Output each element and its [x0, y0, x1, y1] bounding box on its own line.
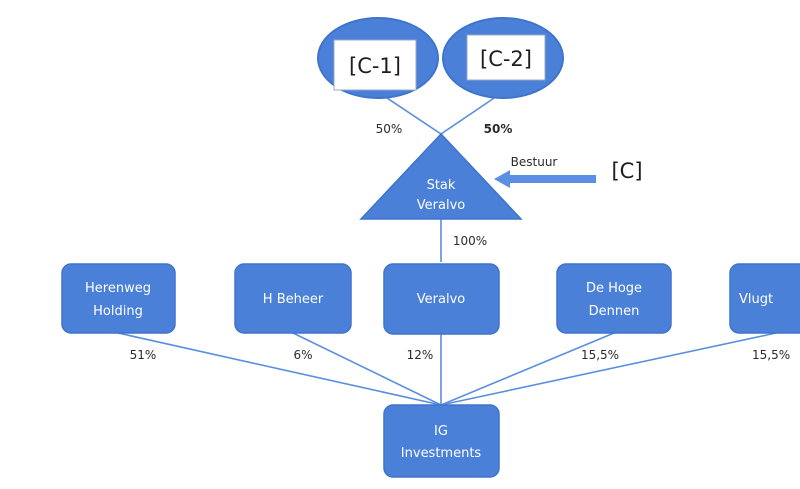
owner-c1-percent: 50%	[376, 122, 403, 136]
node-de-hoge-dennen: De Hoge Dennen	[556, 263, 672, 334]
dehoge-percent: 15,5%	[581, 348, 619, 362]
node-hbeheer-box	[234, 263, 352, 334]
owner-c1-label-box	[333, 39, 417, 91]
node-ig-line2: Investments	[401, 446, 482, 461]
stak-veralvo: Stak Veralvo	[359, 132, 523, 220]
edge-owner2-stak	[440, 91, 504, 135]
connectors	[117, 91, 777, 406]
owner-c1-label: [C-1]	[349, 54, 401, 78]
node-dehoge-box	[556, 263, 672, 334]
arrow-head	[494, 170, 510, 188]
node-herenweg-line1: Herenweg	[85, 281, 151, 296]
management-actor: [C]	[611, 159, 642, 183]
veralvo-percent: 12%	[407, 348, 434, 362]
node-hbeheer-line1: H Beheer	[263, 292, 324, 307]
edge-herenweg-ig	[117, 332, 442, 406]
herenweg-percent: 51%	[130, 348, 157, 362]
owner-c2-percent: 50%	[484, 122, 513, 136]
node-herenweg-line2: Holding	[93, 304, 143, 319]
edge-owner1-stak	[377, 91, 442, 135]
management-arrow: Bestuur [C]	[494, 155, 643, 188]
node-vlugt-box	[729, 263, 800, 334]
node-veralvo-box	[383, 263, 500, 335]
node-herenweg-holding: Herenweg Holding	[61, 263, 176, 334]
stak-veralvo-percent: 100%	[453, 234, 487, 248]
node-ig-line1: IG	[434, 424, 448, 439]
vlugt-percent: 15,5%	[752, 348, 790, 362]
hbeheer-percent: 6%	[293, 348, 312, 362]
stak-label-line2: Veralvo	[417, 198, 465, 213]
stak-label-line1: Stak	[427, 178, 456, 193]
node-ig-box	[383, 404, 500, 478]
edge-vlugt-ig	[440, 332, 777, 406]
node-veralvo: Veralvo	[383, 263, 500, 335]
node-herenweg-box	[61, 263, 176, 334]
node-veralvo-line1: Veralvo	[417, 292, 465, 307]
owner-c2: [C-2]	[442, 17, 564, 99]
node-vlugt: Vlugt	[729, 263, 800, 334]
stak-triangle	[359, 132, 523, 220]
node-dehoge-line1: De Hoge	[586, 281, 642, 296]
node-dehoge-line2: Dennen	[589, 304, 640, 319]
owner-c1: [C-1]	[317, 17, 439, 99]
edge-hbeheer-ig	[292, 332, 442, 406]
owner-c2-label-box	[466, 34, 546, 81]
node-vlugt-line1: Vlugt	[739, 292, 773, 307]
node-h-beheer: H Beheer	[234, 263, 352, 334]
management-label: Bestuur	[511, 155, 558, 169]
owner-c2-label: [C-2]	[480, 47, 532, 71]
arrow-shaft	[507, 175, 596, 183]
node-ig-investments: IG Investments	[383, 404, 500, 478]
edge-dehoge-ig	[440, 332, 615, 406]
